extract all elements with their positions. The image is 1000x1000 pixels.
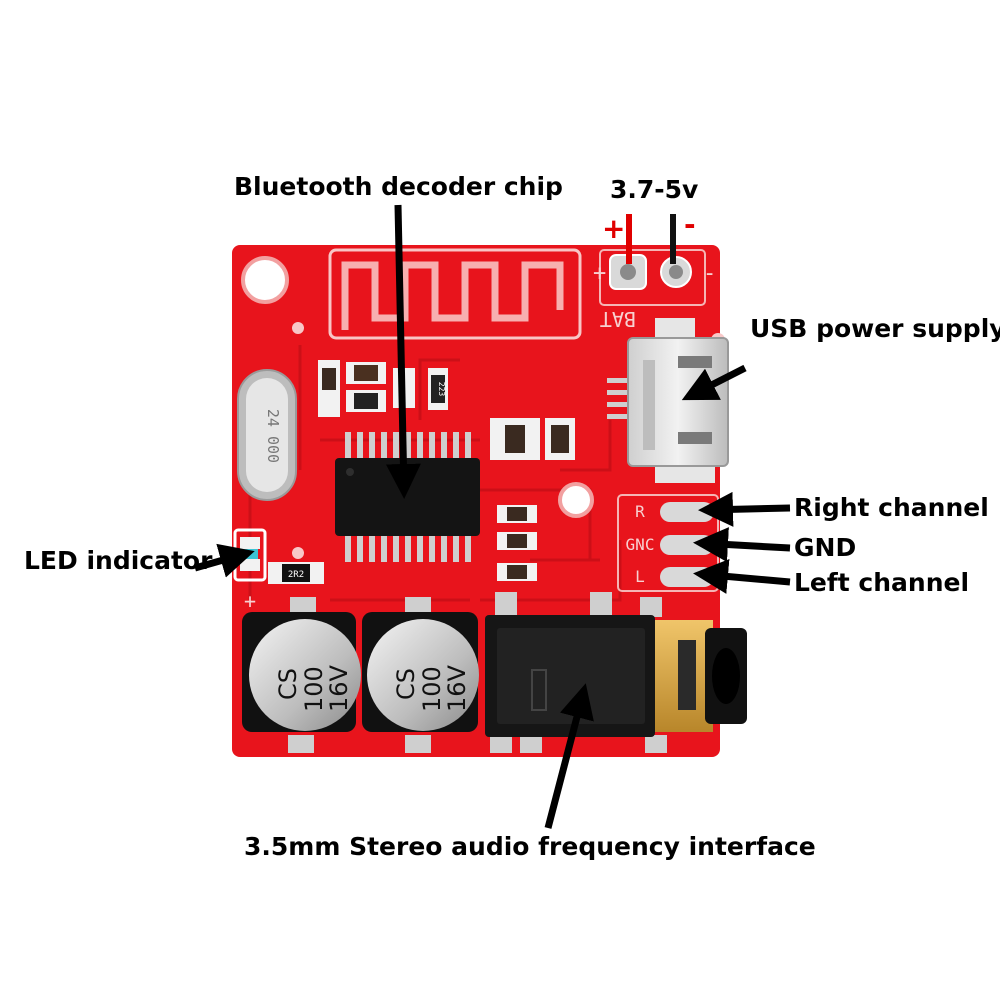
label-minus: - <box>684 208 696 241</box>
positive-lead <box>626 214 632 264</box>
label-audio-interface: 3.5mm Stereo audio frequency interface <box>244 832 816 861</box>
l-silkscreen: L <box>635 567 645 586</box>
label-chip: Bluetooth decoder chip <box>234 172 563 201</box>
arrow-audio <box>544 683 594 829</box>
arrow-right-channel <box>698 491 791 527</box>
capacitor-left-text-2: 100 <box>300 666 328 712</box>
capacitor-right-text-3: 16V <box>443 664 471 712</box>
negative-lead <box>670 214 676 264</box>
bluetooth-antenna <box>328 248 582 340</box>
audio-jack <box>485 592 747 753</box>
label-plus: + <box>602 212 626 245</box>
gnd-silkscreen: GNC <box>626 535 655 554</box>
arrow-left-channel <box>693 559 791 594</box>
crystal-oscillator: 24 000 <box>237 369 297 501</box>
capacitor-right-text-2: 100 <box>418 666 446 712</box>
crystal-marking: 24 000 <box>264 409 282 463</box>
capacitor-left-text-3: 16V <box>325 664 353 712</box>
bat-silkscreen: BAT <box>600 307 636 331</box>
label-right-channel: Right channel <box>794 493 989 522</box>
led-plus-silkscreen: + <box>244 589 256 613</box>
battery-pads: BAT + - <box>593 249 716 331</box>
resistor-marking-2r2: 2R2 <box>288 570 304 580</box>
r-silkscreen: R <box>635 502 645 521</box>
arrow-gnd <box>693 527 791 563</box>
capacitor-left-text-1: CS <box>274 668 302 700</box>
arrow-led <box>194 543 255 578</box>
capacitor-left: CS 100 16V <box>242 597 361 753</box>
arrow-usb <box>681 364 747 401</box>
arrow-chip <box>385 204 421 499</box>
label-voltage: 3.7-5v <box>610 175 699 204</box>
annotation-arrows <box>194 204 791 829</box>
label-led: LED indicator <box>24 546 213 575</box>
resistor-marking-223: 223 <box>437 382 446 397</box>
label-gnd: GND <box>794 533 857 562</box>
capacitor-right-text-1: CS <box>392 668 420 700</box>
label-usb: USB power supply <box>750 314 1000 343</box>
bat-minus-silkscreen: - <box>703 261 716 286</box>
bat-plus-silkscreen: + <box>593 261 606 286</box>
capacitor-right: CS 100 16V <box>362 597 479 753</box>
label-left-channel: Left channel <box>794 568 970 597</box>
